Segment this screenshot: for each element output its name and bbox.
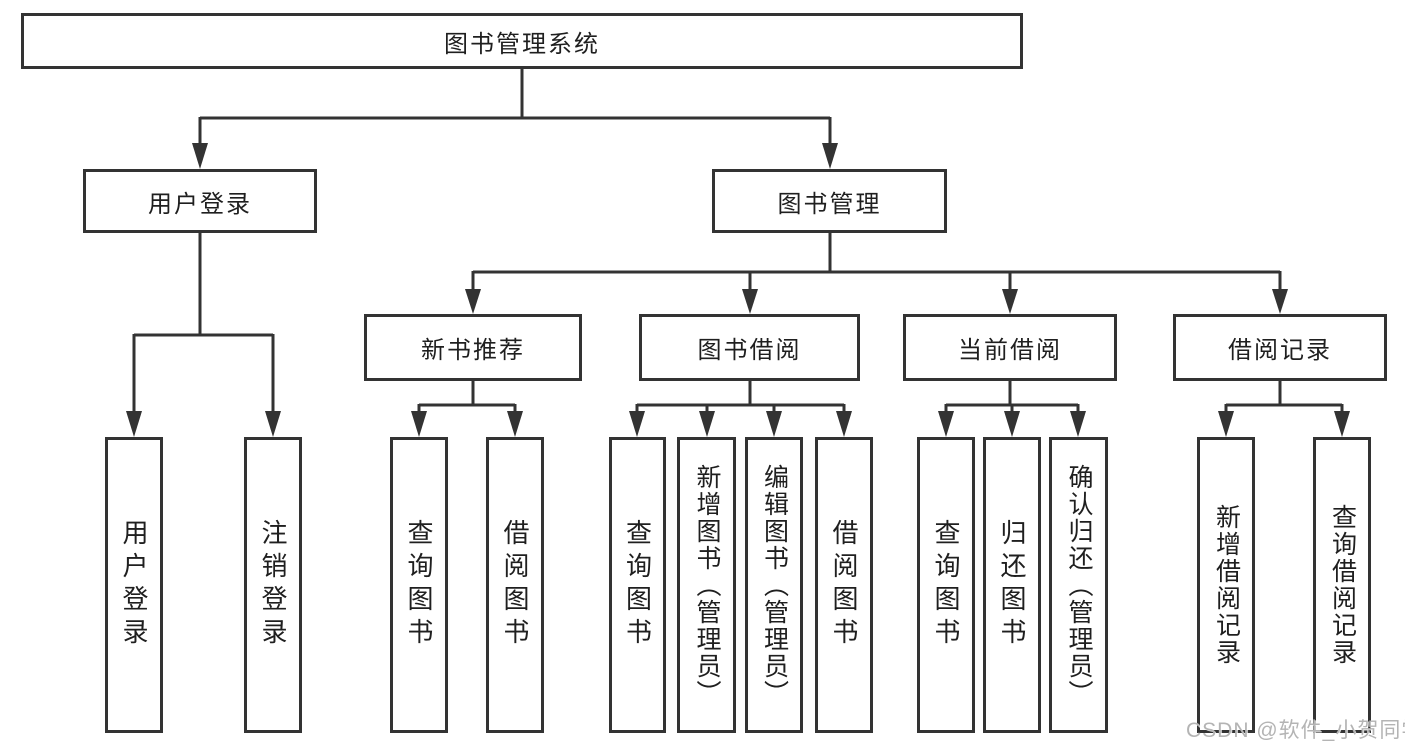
node-book-management: 图书管理	[712, 169, 947, 233]
leaf-add-books-admin: 新增图书（管理员）	[677, 437, 736, 733]
leaf-label: 确认归还（管理员）	[1065, 463, 1093, 707]
leaf-label: 借阅图书	[500, 519, 530, 651]
leaf-label: 新增图书（管理员）	[693, 463, 721, 707]
leaf-add-borrow-record: 新增借阅记录	[1197, 437, 1255, 733]
leaf-query-books: 查询图书	[609, 437, 666, 733]
node-borrow-records: 借阅记录	[1173, 314, 1387, 381]
node-new-book-recommend: 新书推荐	[364, 314, 582, 381]
leaf-confirm-return-admin: 确认归还（管理员）	[1049, 437, 1108, 733]
leaf-borrow-books: 借阅图书	[486, 437, 544, 733]
leaf-label: 查询图书	[622, 519, 653, 651]
leaf-label: 查询图书	[404, 519, 434, 651]
leaf-label: 编辑图书（管理员）	[760, 463, 789, 707]
leaf-label: 注销登录	[258, 519, 288, 651]
node-current-borrow: 当前借阅	[903, 314, 1117, 381]
leaf-edit-books-admin: 编辑图书（管理员）	[745, 437, 803, 733]
leaf-query-books: 查询图书	[917, 437, 975, 733]
leaf-user-login: 用户登录	[105, 437, 163, 733]
node-user-login: 用户登录	[83, 169, 317, 233]
leaf-label: 新增借阅记录	[1212, 504, 1241, 666]
leaf-logout: 注销登录	[244, 437, 302, 733]
node-book-borrow: 图书借阅	[639, 314, 860, 381]
csdn-watermark: CSDN @软件_小贺同学	[1186, 719, 1405, 742]
leaf-label: 用户登录	[119, 519, 149, 651]
leaf-query-books: 查询图书	[390, 437, 448, 733]
leaf-return-books: 归还图书	[983, 437, 1041, 733]
node-root-system: 图书管理系统	[21, 13, 1023, 69]
leaf-label: 借阅图书	[829, 519, 859, 651]
leaf-borrow-books: 借阅图书	[815, 437, 873, 733]
leaf-label: 查询借阅记录	[1328, 504, 1357, 666]
leaf-query-borrow-record: 查询借阅记录	[1313, 437, 1371, 733]
leaf-label: 查询图书	[931, 519, 961, 651]
leaf-label: 归还图书	[997, 519, 1027, 651]
